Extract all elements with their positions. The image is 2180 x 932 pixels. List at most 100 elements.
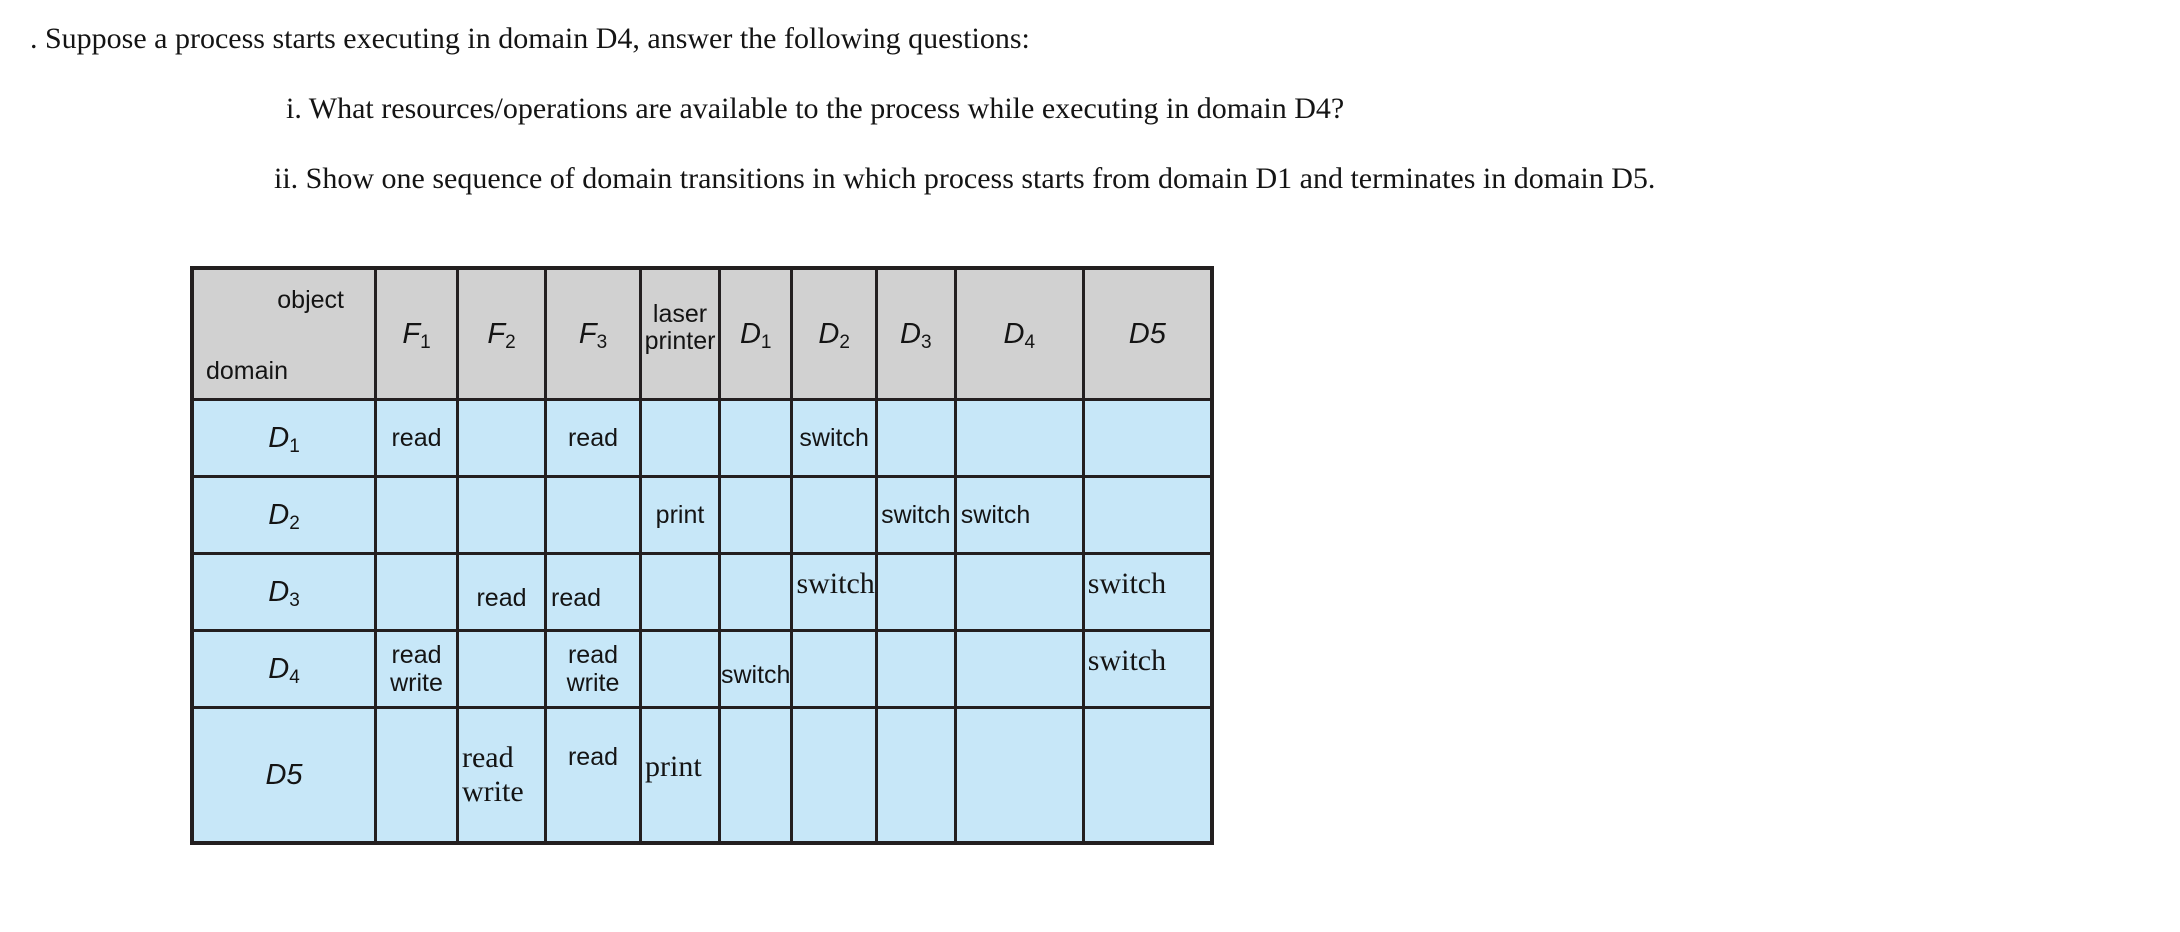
cell-d2-f1 (374, 475, 459, 555)
cell-d1-d3 (874, 398, 957, 478)
cell-value: read (476, 584, 527, 612)
cell-d1-f1: read (374, 398, 459, 478)
table-row: D2 print switch switch (190, 475, 1214, 555)
cell-value: switch (721, 661, 791, 689)
laser-printer-line2: printer (644, 327, 716, 355)
cell-d4-laser-printer (639, 629, 721, 709)
header-col-d4: D4 (953, 266, 1085, 401)
header-col-f1: F1 (374, 266, 459, 401)
cell-d1-d5 (1081, 398, 1214, 478)
cell-d2-d4: switch (953, 475, 1085, 555)
header-corner-cell: object domain (190, 266, 377, 401)
header-col-d3: D3 (874, 266, 957, 401)
access-matrix-wrapper: object domain F1 F2 F3 laser printer D1 (190, 266, 1214, 845)
row-header-d2: D2 (190, 475, 377, 555)
cell-d5-f3: read (544, 706, 642, 845)
row-header-d4-label: D4 (268, 652, 300, 688)
cell-d4-f2 (456, 629, 547, 709)
row-header-d3: D3 (190, 552, 377, 632)
cell-value: read (551, 584, 602, 612)
cell-d3-d3 (874, 552, 957, 632)
cell-d2-d1 (717, 475, 794, 555)
row-header-d5-label: D5 (265, 758, 303, 791)
cell-value: print (645, 750, 702, 784)
question-line-ii: ii. Show one sequence of domain transiti… (274, 162, 1656, 195)
cell-d3-f1 (374, 552, 459, 632)
header-col-f3-label: F3 (578, 317, 608, 353)
row-header-d2-label: D2 (268, 498, 300, 534)
cell-value: read (391, 424, 442, 452)
cell-d1-d1 (717, 398, 794, 478)
cell-d5-d2 (790, 706, 878, 845)
header-col-f2-label: F2 (487, 317, 516, 353)
cell-d1-d2: switch (790, 398, 878, 478)
header-col-d1-label: D1 (739, 317, 772, 353)
header-col-d2: D2 (790, 266, 878, 401)
cell-d2-f3 (544, 475, 642, 555)
cell-value: switch (799, 424, 869, 452)
access-matrix-table: object domain F1 F2 F3 laser printer D1 (190, 266, 1214, 845)
cell-d2-laser-printer: print (639, 475, 721, 555)
header-col-d3-label: D3 (900, 317, 932, 353)
question-line-i: i. What resources/operations are availab… (286, 92, 1345, 125)
cell-value: switch (1087, 567, 1167, 601)
cell-d3-d5: switch (1081, 552, 1214, 632)
question-line-intro: . Suppose a process starts executing in … (30, 22, 1030, 55)
header-col-f2: F2 (456, 266, 547, 401)
table-row: D1 read read switch (190, 398, 1214, 478)
cell-d5-d3 (874, 706, 957, 845)
header-col-laser-printer-label: laser printer (642, 301, 718, 355)
header-col-d5-label: D5 (1128, 317, 1166, 350)
cell-value: switch (881, 501, 951, 529)
cell-d3-laser-printer (639, 552, 721, 632)
cell-d3-d4 (953, 552, 1085, 632)
cell-value: read (567, 743, 619, 771)
cell-d5-d1 (717, 706, 794, 845)
corner-object-label: object (277, 286, 344, 314)
cell-d5-d4 (953, 706, 1085, 845)
row-header-d3-label: D3 (268, 575, 300, 611)
header-col-f3: F3 (544, 266, 642, 401)
cell-d4-d3 (874, 629, 957, 709)
cell-d4-d5: switch (1081, 629, 1214, 709)
corner-domain-label: domain (206, 357, 288, 385)
cell-value: switch (1087, 644, 1167, 678)
header-col-d1: D1 (717, 266, 794, 401)
header-col-d2-label: D2 (818, 317, 850, 353)
cell-d3-f3: read (544, 552, 642, 632)
header-col-d5: D5 (1081, 266, 1214, 401)
cell-value: read (567, 424, 619, 452)
cell-value: switch (796, 567, 875, 601)
header-col-d4-label: D4 (1003, 317, 1036, 353)
cell-d1-laser-printer (639, 398, 721, 478)
cell-d4-d1: switch (717, 629, 794, 709)
cell-d1-d4 (953, 398, 1085, 478)
cell-d2-d3: switch (874, 475, 957, 555)
cell-value: switch (960, 501, 1031, 529)
cell-d3-d2: switch (790, 552, 878, 632)
cell-d1-f3: read (544, 398, 642, 478)
cell-value: print (655, 501, 705, 529)
cell-d3-f2: read (456, 552, 547, 632)
cell-d2-f2 (456, 475, 547, 555)
table-row: D3 read read switch switch (190, 552, 1214, 632)
laser-printer-line1: laser (652, 300, 708, 328)
table-header-row: object domain F1 F2 F3 laser printer D1 (190, 266, 1214, 401)
cell-d4-d4 (953, 629, 1085, 709)
row-header-d5: D5 (190, 706, 377, 845)
cell-d5-f1 (374, 706, 459, 845)
cell-d1-f2 (456, 398, 547, 478)
row-header-d1: D1 (190, 398, 377, 478)
cell-d2-d2 (790, 475, 878, 555)
cell-d3-d1 (717, 552, 794, 632)
cell-d2-d5 (1081, 475, 1214, 555)
cell-d5-d5 (1081, 706, 1214, 845)
